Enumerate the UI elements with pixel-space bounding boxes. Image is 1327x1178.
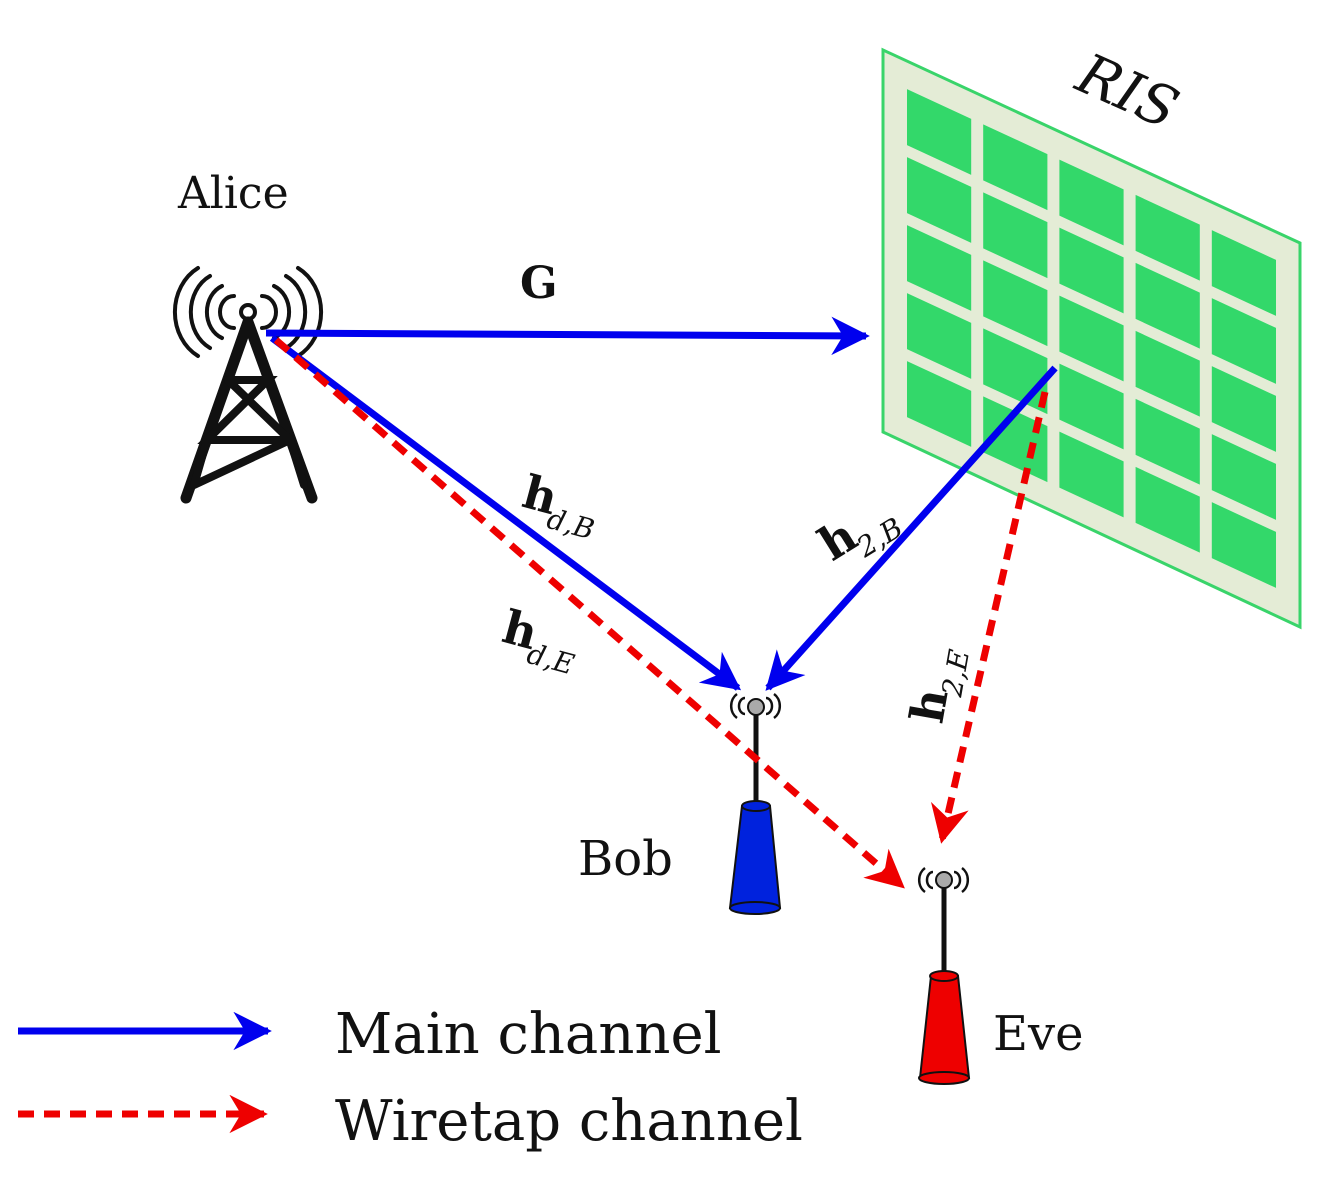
bob-label: Bob: [578, 831, 673, 887]
channel-label-hde: h d,E: [497, 599, 578, 681]
svg-text:2,E: 2,E: [935, 647, 976, 700]
bob-body: [728, 805, 782, 909]
bob-antenna-icon: [728, 692, 782, 915]
legend-wiretap-label: Wiretap channel: [335, 1089, 803, 1154]
ris-tile: [1211, 502, 1276, 588]
ris-tile: [1211, 298, 1276, 384]
eve-label: Eve: [993, 1006, 1084, 1062]
ris-tile: [1059, 159, 1124, 246]
ris-tile: [1059, 295, 1124, 382]
legend-main-label: Main channel: [335, 1002, 722, 1067]
ris-label: RIS: [1066, 41, 1187, 143]
ris-tile: [1135, 466, 1200, 553]
ris-tile: [1135, 194, 1200, 281]
svg-text:d,B: d,B: [544, 502, 598, 546]
alice-label: Alice: [177, 168, 289, 219]
eve-antenna-icon: [917, 866, 971, 1085]
ris-tile: [1211, 230, 1276, 316]
channel-label-g: G: [520, 258, 558, 309]
ris-tile: [1211, 434, 1276, 520]
channel-label-h2e: h 2,E: [900, 647, 976, 727]
ris-tile: [983, 260, 1048, 347]
ris-tile: [983, 396, 1048, 483]
ris-tile: [907, 361, 972, 447]
eve-body: [918, 975, 971, 1079]
ris-tile: [907, 89, 972, 175]
svg-text:d,E: d,E: [524, 637, 578, 681]
arrow-hdb-alice-to-bob: [269, 335, 742, 691]
ris-tile: [1135, 398, 1200, 485]
ris-tile: [1135, 330, 1200, 417]
arrow-g-alice-to-ris: [265, 316, 870, 356]
channel-label-h2b: h 2,B: [809, 508, 908, 572]
legend: Main channel Wiretap channel: [18, 1002, 803, 1154]
ris-tile: [1211, 366, 1276, 452]
ris-tile: [1059, 363, 1124, 450]
arrow-h2b-ris-to-bob: [765, 365, 1058, 691]
arrow-hde-alice-to-eve: [273, 337, 905, 889]
ris-tile-grid: [907, 89, 1276, 588]
ris-tile: [907, 157, 972, 243]
ris-tile: [907, 293, 972, 379]
alice-tower-icon: [172, 266, 324, 504]
ris-panel: [881, 47, 1302, 630]
ris-tile: [1135, 262, 1200, 349]
ris-tile: [1059, 227, 1124, 314]
ris-tile: [983, 124, 1048, 211]
ris-tile: [1059, 431, 1124, 518]
ris-tile: [983, 192, 1048, 279]
ris-tile: [907, 225, 972, 311]
